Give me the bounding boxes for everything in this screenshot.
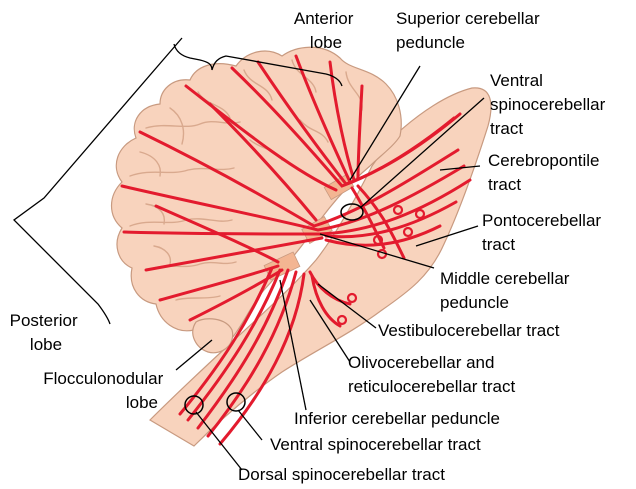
flocculonodular-lobe-shape xyxy=(193,319,233,353)
label-anterior-lobe: Anterior lobe xyxy=(294,9,358,52)
label-vestibulocerebellar-tract: Vestibulocerebellar tract xyxy=(378,321,560,340)
label-superior-cerebellar-peduncle: Superior cerebellar peduncle xyxy=(396,9,544,52)
label-posterior-lobe: Posterior lobe xyxy=(10,311,83,354)
label-inferior-cerebellar-peduncle: Inferior cerebellar peduncle xyxy=(294,409,500,428)
label-middle-cerebellar-peduncle: Middle cerebellar peduncle xyxy=(440,269,574,312)
label-flocculonodular-lobe: Flocculonodular lobe xyxy=(43,369,168,412)
label-cerebropontile-tract: Cerebropontile tract xyxy=(488,151,604,194)
label-dorsal-spinocerebellar-tract: Dorsal spinocerebellar tract xyxy=(238,465,445,484)
label-olivocerebellar-tract: Olivocerebellar and reticulocerebellar t… xyxy=(348,353,516,396)
label-pontocerebellar-tract: Pontocerebellar tract xyxy=(482,211,606,254)
label-ventral-spinocerebellar-tract-bottom: Ventral spinocerebellar tract xyxy=(270,435,481,454)
ventral-spinocerebellar-bottom-leader xyxy=(238,410,262,440)
label-ventral-spinocerebellar-tract-top: Ventral spinocerebellar tract xyxy=(490,71,610,138)
